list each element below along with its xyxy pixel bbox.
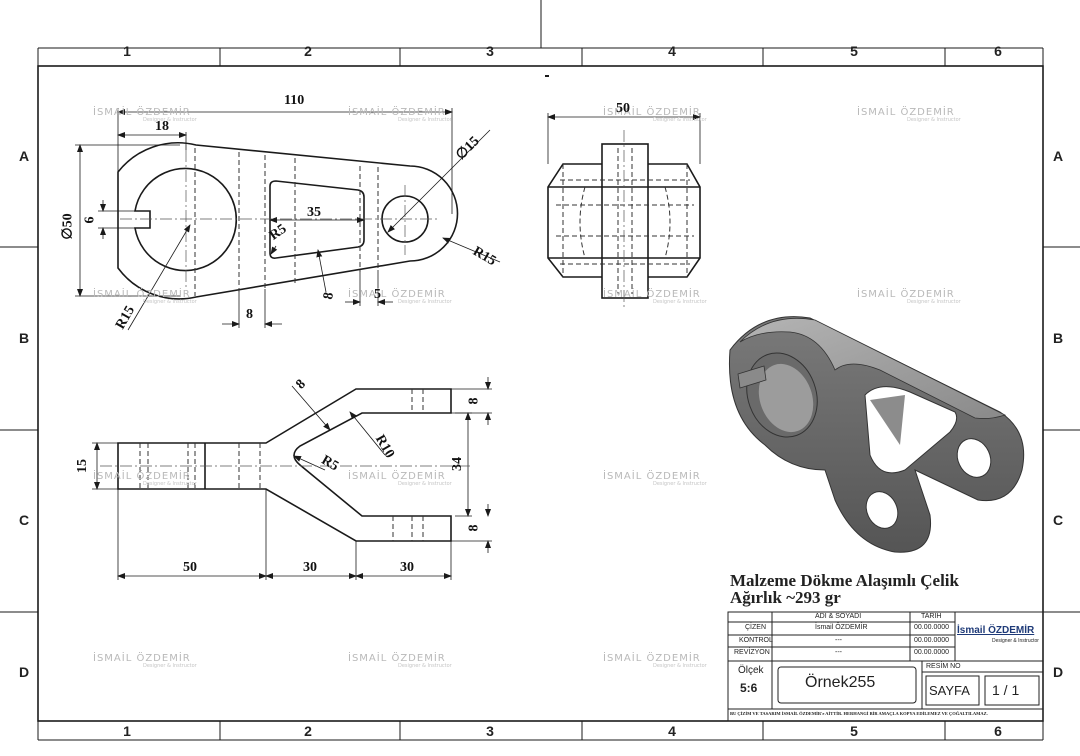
tb-date-revision: 00.00.0000 [914,649,950,656]
zone-row-a-right: A [1052,148,1064,164]
dim-lug-bottom: 8 [466,524,482,532]
dim-keyway: 6 [82,216,98,224]
zone-col-4-bottom: 4 [668,723,676,739]
zone-col-2-bottom: 2 [304,723,312,739]
tb-name-revision: --- [835,649,842,656]
front-view-hidden [139,389,424,541]
title-block-frame [727,611,1044,722]
dim-bore-diameter: ∅50 [60,213,76,240]
tb-sheet-value: 1 / 1 [992,682,1020,698]
tb-role-drawn: ÇİZEN [745,624,766,631]
dim-length: 110 [284,93,305,108]
zone-row-d: D [18,664,30,680]
tb-header-name: ADI & SOYADI [815,613,862,620]
zone-col-2: 2 [304,43,312,59]
zone-row-c-right: C [1052,512,1064,528]
dim-arm-length: 30 [303,560,317,575]
isometric-part-render [728,316,1025,553]
tb-logo-subtitle: Designer & Instructor [992,638,1039,644]
dim-lug-top: 8 [466,397,482,405]
zone-col-3-bottom: 3 [486,723,494,739]
dim-boss-length: 50 [183,560,197,575]
zone-col-5-bottom: 5 [850,723,858,739]
tb-name-drawn: İsmail ÖZDEMİR [815,624,868,631]
tb-scale-value: 5:6 [740,681,758,695]
front-view-dimensions [92,377,492,580]
zone-row-d-right: D [1052,664,1064,680]
zone-row-b-right: B [1052,330,1064,346]
tb-role-revision: REVİZYON [734,649,770,656]
zone-row-b: B [18,330,30,346]
dim-offset: 18 [155,119,169,134]
tb-drawing-no-label: RESİM NO [926,663,961,670]
zone-col-1: 1 [123,43,131,59]
dim-flange: 5 [374,287,381,302]
dim-lug-length: 30 [400,560,414,575]
zone-col-5: 5 [850,43,858,59]
material-note: Malzeme Dökme Alaşımlı Çelik [730,571,959,590]
weight-note: Ağırlık ~293 gr [730,588,841,607]
right-view-hidden [556,148,694,294]
zone-col-4: 4 [668,43,676,59]
tb-scale-label: Ölçek [738,665,764,676]
right-view-dimensions [547,113,701,310]
zone-col-6: 6 [994,43,1002,59]
dim-width: 50 [616,101,630,116]
tb-logo: İsmail ÖZDEMİR [957,625,1035,636]
top-view [117,142,459,300]
zone-col-3: 3 [486,43,494,59]
zone-col-6-bottom: 6 [994,723,1002,739]
tb-name-checked: --- [835,637,842,644]
tb-sheet-label: SAYFA [929,683,970,698]
dim-lug-gap: 34 [450,457,465,471]
dim-boss-height: 15 [75,459,90,473]
zone-row-c: C [18,512,30,528]
top-view-dimensions [75,108,501,331]
dim-pocket-length: 35 [307,205,321,220]
zone-col-1-bottom: 1 [123,723,131,739]
tb-date-checked: 00.00.0000 [914,637,950,644]
tb-copyright-footer: BU ÇİZİM VE TASARIM İSMAİL ÖZDEMİR'e AİT… [730,711,988,716]
tb-drawing-name: Örnek255 [805,674,876,691]
dim-rib-width: 8 [246,307,253,322]
tb-date-drawn: 00.00.0000 [914,624,950,631]
front-view [117,388,452,542]
tb-role-checked: KONTROL [739,637,773,644]
top-view-hidden [194,148,379,296]
zone-row-a: A [18,148,30,164]
tb-header-date: TARİH [921,613,942,620]
